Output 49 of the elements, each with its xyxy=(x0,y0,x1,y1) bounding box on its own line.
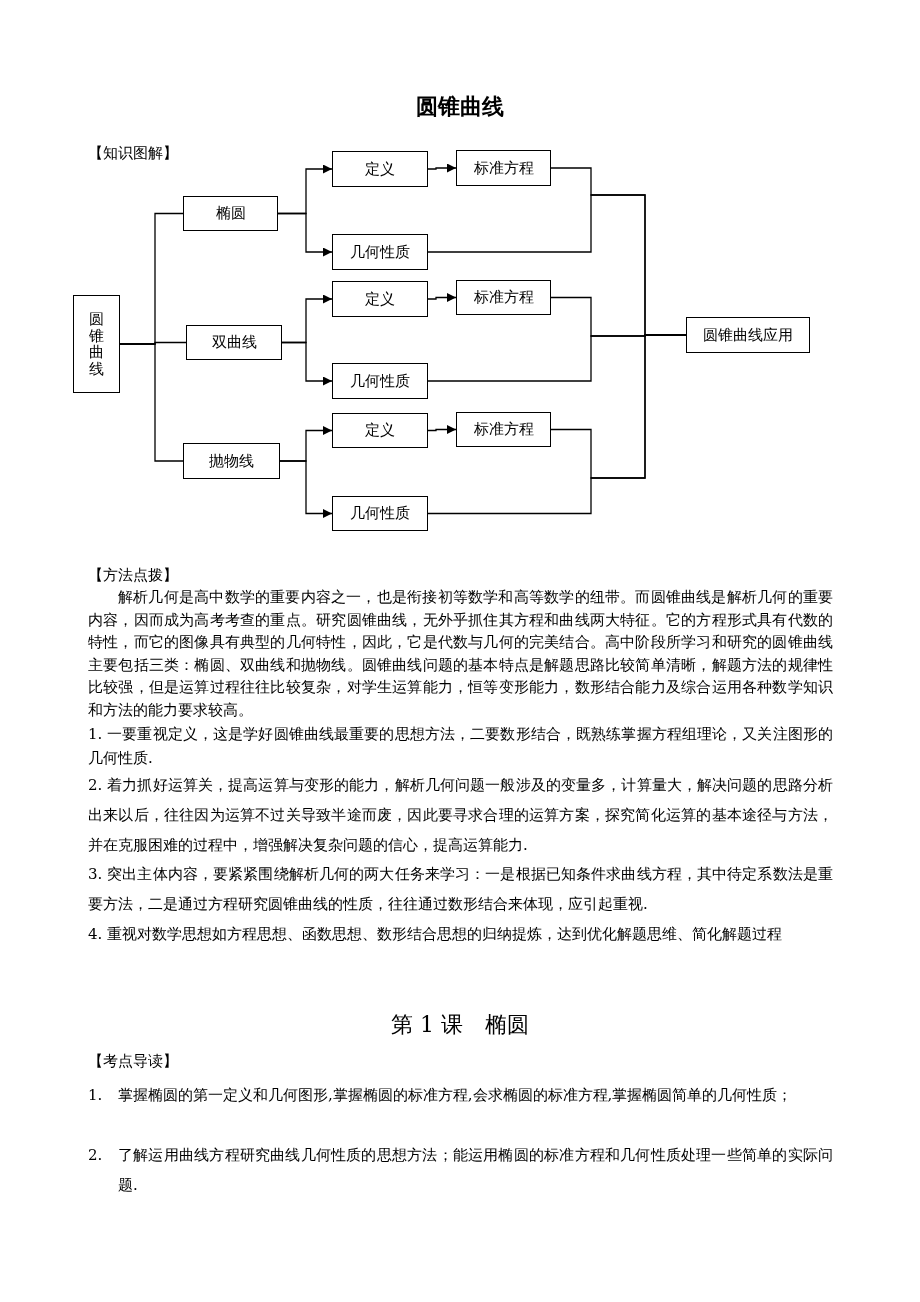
node-label: 抛物线 xyxy=(209,451,254,471)
section-heading: 第 1 课 椭圆 xyxy=(390,1011,530,1039)
node-label: 定义 xyxy=(365,421,395,440)
text-paragraph: 【方法点拨】 xyxy=(88,565,179,586)
connector-line xyxy=(119,343,184,462)
concept-box xyxy=(73,295,120,393)
text-paragraph: 解析几何是高中数学的重要内容之一，也是衔接初等数学和高等数学的纽带。而圆锥曲线是解析几何的重要内容，因而成为高考考查的重点。研究圆锥曲线，无外乎抓住其方程和曲线两大特征。它的方程形式具有代数的特性，而它的图像具有典型的几何特性，因此，它是代数与几何的完美结合。高中阶段所学习和研究的圆锥曲线主要包括三类：椭圆、双曲线和抛物线。圆锥曲线问题的基本特点是解题思路比较简单清晰，解题方法的规律性比较强，但是运算过程往往比较复杂，对学生运算能力，恒等变形能力，数形结合能力及综合运用各种数学知识和方法的能力要求较高。 xyxy=(88,587,833,721)
text-paragraph: 2. 着力抓好运算关，提高运算与变形的能力，解析几何问题一般涉及的变量多，计算量大，解决问题的思路分析出来以后，往往因为运算不过关导致半途而废，因此要寻求合理的运算方案，探究简化运算的基本途径与方法，并在克服困难的过程中，增强解决复杂问题的信心，提高运算能力. xyxy=(88,775,833,856)
text-paragraph: 2. xyxy=(88,1145,104,1166)
page-title: 圆锥曲线 xyxy=(415,92,505,121)
concept-box xyxy=(183,196,278,231)
concept-box xyxy=(456,412,551,447)
concept-box xyxy=(332,363,428,399)
node-label: 几何性质 xyxy=(350,504,410,523)
text-paragraph: 了解运用曲线方程研究曲线几何性质的思想方法；能运用椭圆的标准方程和几何性质处理一些简单的实际问题. xyxy=(118,1145,833,1196)
concept-box xyxy=(332,413,428,448)
arrow xyxy=(427,425,457,434)
node-label: 几何性质 xyxy=(350,371,410,391)
node-label: 标准方程 xyxy=(473,158,534,178)
text-paragraph: 3. 突出主体内容，要紧紧围绕解析几何的两大任务来学习：一是根据已知条件求曲线方程，其中待定系数法是重要方法，二是通过方程研究圆锥曲线的性质，往往通过数形结合来体现，应引起重视. xyxy=(88,864,833,915)
text-paragraph: 【知识图解】 xyxy=(88,143,179,164)
concept-box xyxy=(456,150,551,186)
concept-box xyxy=(186,325,282,360)
node-label: 椭圆 xyxy=(215,204,246,223)
node-label: 几何性质 xyxy=(350,242,410,262)
text-paragraph: 【考点导读】 xyxy=(88,1051,179,1072)
arrow xyxy=(427,163,457,173)
concept-box xyxy=(332,281,428,317)
node-label: 圆锥曲线 xyxy=(89,311,104,377)
text-paragraph: 1. 一要重视定义，这是学好圆锥曲线最重要的思想方法，二要数形结合，既熟练掌握方程组理论，又关注图形的几何性质. xyxy=(88,724,833,769)
concept-box xyxy=(332,234,428,270)
concept-box xyxy=(183,443,280,479)
arrow xyxy=(277,212,333,257)
concept-box xyxy=(456,280,551,315)
node-label: 标准方程 xyxy=(473,420,534,439)
node-label: 定义 xyxy=(365,159,395,179)
concept-box xyxy=(332,496,428,531)
node-label: 双曲线 xyxy=(211,333,257,352)
node-label: 标准方程 xyxy=(473,288,534,307)
node-label: 圆锥曲线应用 xyxy=(703,325,793,345)
concept-box xyxy=(332,151,428,187)
arrow xyxy=(279,460,333,518)
concept-box xyxy=(686,317,810,353)
arrow xyxy=(427,293,457,302)
arrow xyxy=(281,341,333,386)
node-label: 定义 xyxy=(365,289,395,309)
text-paragraph: 1. xyxy=(88,1085,104,1106)
text-paragraph: 掌握椭圆的第一定义和几何图形,掌握椭圆的标准方程,会求椭圆的标准方程,掌握椭圆简单的几何性质； xyxy=(118,1085,794,1106)
text-paragraph: 4. 重视对数学思想如方程思想、函数思想、数形结合思想的归纳提炼，达到优化解题思维、简化解题过程 xyxy=(88,924,784,945)
